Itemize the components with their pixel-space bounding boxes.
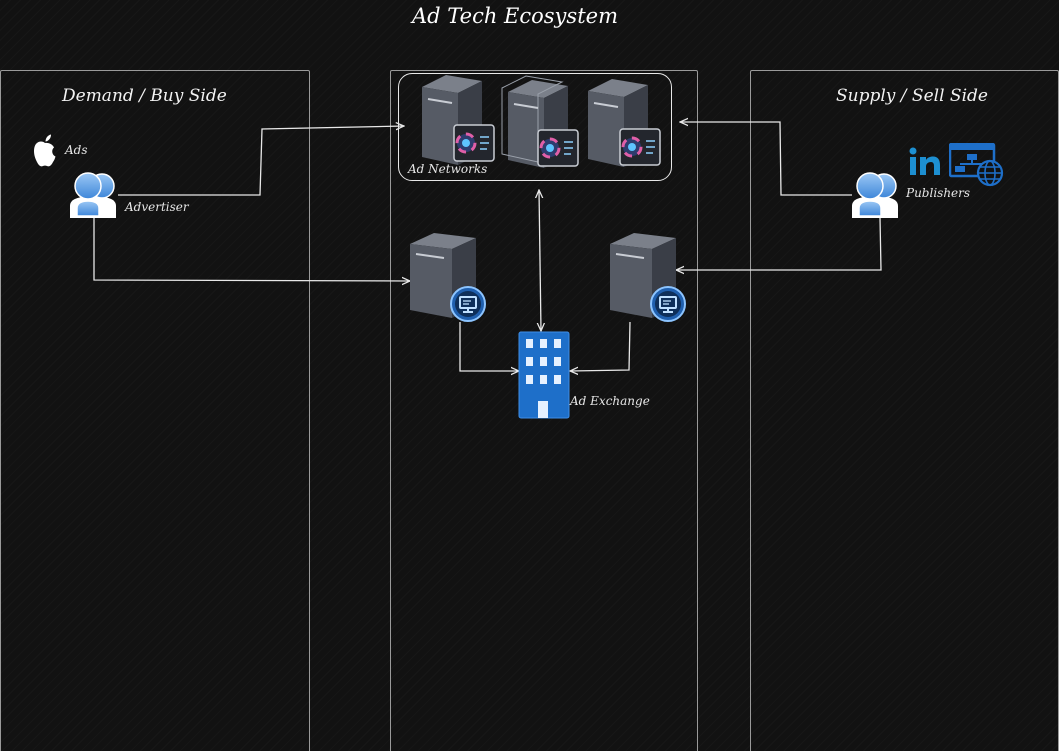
ads-label: Ads bbox=[65, 143, 88, 157]
monitor-badge-icon bbox=[650, 286, 686, 322]
dashboard-icon bbox=[453, 124, 495, 162]
monitor-badge-icon bbox=[450, 286, 486, 322]
ad-exchange-label: Ad Exchange bbox=[570, 394, 650, 408]
dashboard-icon bbox=[537, 129, 579, 167]
ssp-server-icon bbox=[610, 233, 686, 322]
middle-lane bbox=[390, 70, 698, 751]
dashboard-icon bbox=[619, 128, 661, 166]
supply-lane bbox=[750, 70, 1059, 751]
diagram-title: Ad Tech Ecosystem bbox=[412, 4, 618, 28]
website-icon bbox=[949, 143, 1004, 187]
ad-networks-label: Ad Networks bbox=[408, 162, 488, 176]
apple-icon bbox=[34, 134, 56, 167]
ad-network-server-1 bbox=[422, 75, 495, 165]
publisher-user-icon bbox=[852, 172, 898, 218]
ad-network-server-2 bbox=[501, 75, 579, 168]
office-building-icon bbox=[518, 331, 570, 419]
advertiser-label: Advertiser bbox=[125, 200, 189, 214]
demand-lane-title: Demand / Buy Side bbox=[62, 86, 227, 106]
ad-network-server-3 bbox=[588, 79, 661, 167]
advertiser-user-icon bbox=[70, 172, 116, 218]
dsp-server-icon bbox=[410, 233, 486, 322]
supply-lane-title: Supply / Sell Side bbox=[836, 86, 988, 106]
linkedin-icon bbox=[909, 147, 940, 175]
publishers-label: Publishers bbox=[906, 186, 971, 200]
demand-lane bbox=[0, 70, 310, 751]
